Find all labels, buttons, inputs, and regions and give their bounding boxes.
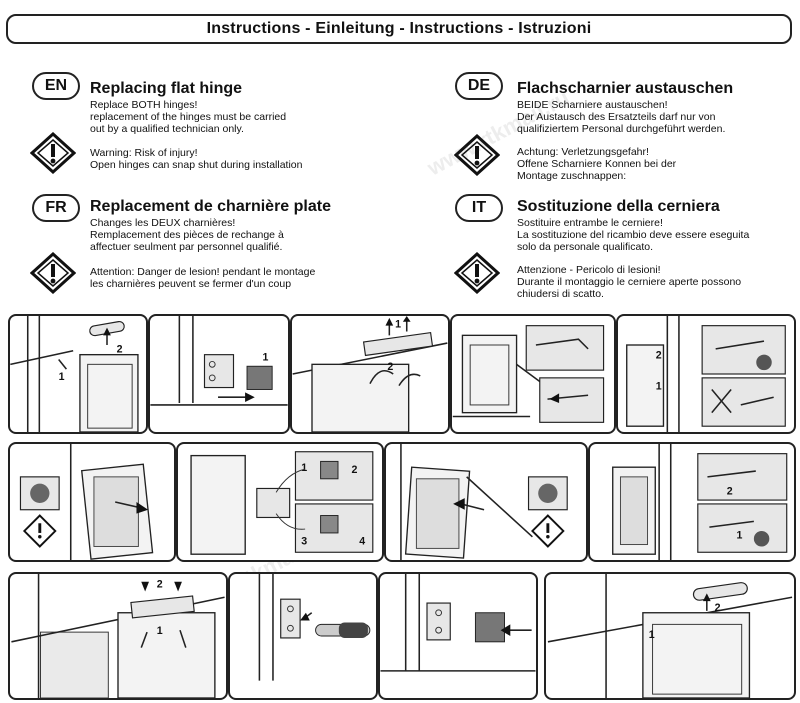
- step-number: 2: [656, 350, 662, 362]
- step-number: 3: [301, 536, 307, 548]
- step-number: 2: [715, 602, 721, 614]
- step-panel-13: 2 1: [544, 572, 796, 700]
- header-title-bar: Instructions - Einleitung - Instructions…: [6, 14, 792, 44]
- step-panel-10: 2 1: [8, 572, 228, 700]
- step-panel-11: [228, 572, 378, 700]
- illustration: [452, 325, 605, 423]
- step-panel-5: 2 1: [616, 314, 796, 434]
- lang-code-en: EN: [44, 77, 68, 94]
- illustration: 1 2: [292, 316, 448, 432]
- step-panel-2: 1: [148, 314, 290, 434]
- illustration: 2 1: [547, 574, 793, 698]
- illustration: [258, 574, 371, 681]
- step-number: 1: [395, 319, 401, 331]
- lang-code-fr: FR: [45, 199, 67, 216]
- warning-icon: [454, 252, 500, 294]
- step-number: 1: [301, 462, 307, 474]
- illustration: 2 1: [626, 316, 786, 432]
- step-number: 1: [656, 380, 662, 392]
- section-text-it: Sostituire entrambe le cerniere! La sost…: [517, 217, 750, 253]
- lang-badge-de: DE: [455, 72, 503, 100]
- warning-icon: [30, 252, 76, 294]
- lang-code-de: DE: [467, 77, 491, 94]
- illustration: [380, 574, 536, 672]
- step-panel-4: [450, 314, 616, 434]
- illustration: 2 1: [11, 574, 225, 698]
- lang-badge-it: IT: [455, 194, 503, 222]
- step-panel-9: 2 1: [588, 442, 796, 562]
- section-title-it: Sostituzione della cerniera: [517, 198, 720, 215]
- illustration: 1 2 3 4: [190, 451, 374, 555]
- warning-icon: [454, 134, 500, 176]
- step-panel-3: 1 2: [290, 314, 450, 434]
- warning-icon: [30, 132, 76, 174]
- section-title-de: Flachscharnier austauschen: [517, 80, 734, 97]
- lang-badge-fr: FR: [32, 194, 80, 222]
- step-number: 1: [157, 625, 163, 637]
- section-text-en: Replace BOTH hinges! replacement of the …: [90, 99, 287, 135]
- section-title-fr: Replacement de charnière plate: [90, 198, 331, 215]
- lang-code-it: IT: [471, 199, 487, 216]
- step-number: 1: [263, 351, 269, 363]
- page-title: Instructions - Einleitung - Instructions…: [206, 20, 592, 37]
- step-number: 2: [157, 579, 163, 591]
- step-panel-7: 1 2 3 4: [176, 442, 384, 562]
- section-title-en: Replacing flat hinge: [90, 80, 243, 97]
- warning-text-de: Achtung: Verletzungsgefahr! Offene Schar…: [517, 146, 677, 182]
- step-number: 4: [359, 536, 365, 548]
- warning-text-en: Warning: Risk of injury! Open hinges can…: [90, 147, 303, 171]
- section-text-fr: Changes les DEUX charnières! Remplacemen…: [90, 217, 284, 253]
- step-panel-8: [384, 442, 588, 562]
- step-panel-12: [378, 572, 538, 700]
- step-number: 1: [736, 530, 742, 542]
- illustration: [19, 444, 154, 560]
- warning-text-fr: Attention: Danger de lesion! pendant le …: [90, 266, 316, 290]
- lang-badge-en: EN: [32, 72, 80, 100]
- illustration: [400, 444, 568, 560]
- step-panel-1: 2 1: [8, 314, 148, 434]
- illustration: 2 1: [612, 444, 788, 560]
- step-number: 1: [59, 371, 65, 383]
- step-number: 2: [352, 464, 358, 476]
- step-panel-6: [8, 442, 176, 562]
- step-number: 1: [649, 629, 655, 641]
- step-number: 2: [727, 485, 733, 497]
- section-text-de: BEIDE Scharniere austauschen! Der Austau…: [517, 99, 726, 135]
- step-number: 2: [387, 361, 393, 373]
- illustration: 1: [150, 316, 288, 406]
- illustration: 2 1: [10, 316, 139, 432]
- warning-text-it: Attenzione - Pericolo di lesioni! Durant…: [517, 264, 742, 300]
- step-number: 2: [117, 344, 123, 356]
